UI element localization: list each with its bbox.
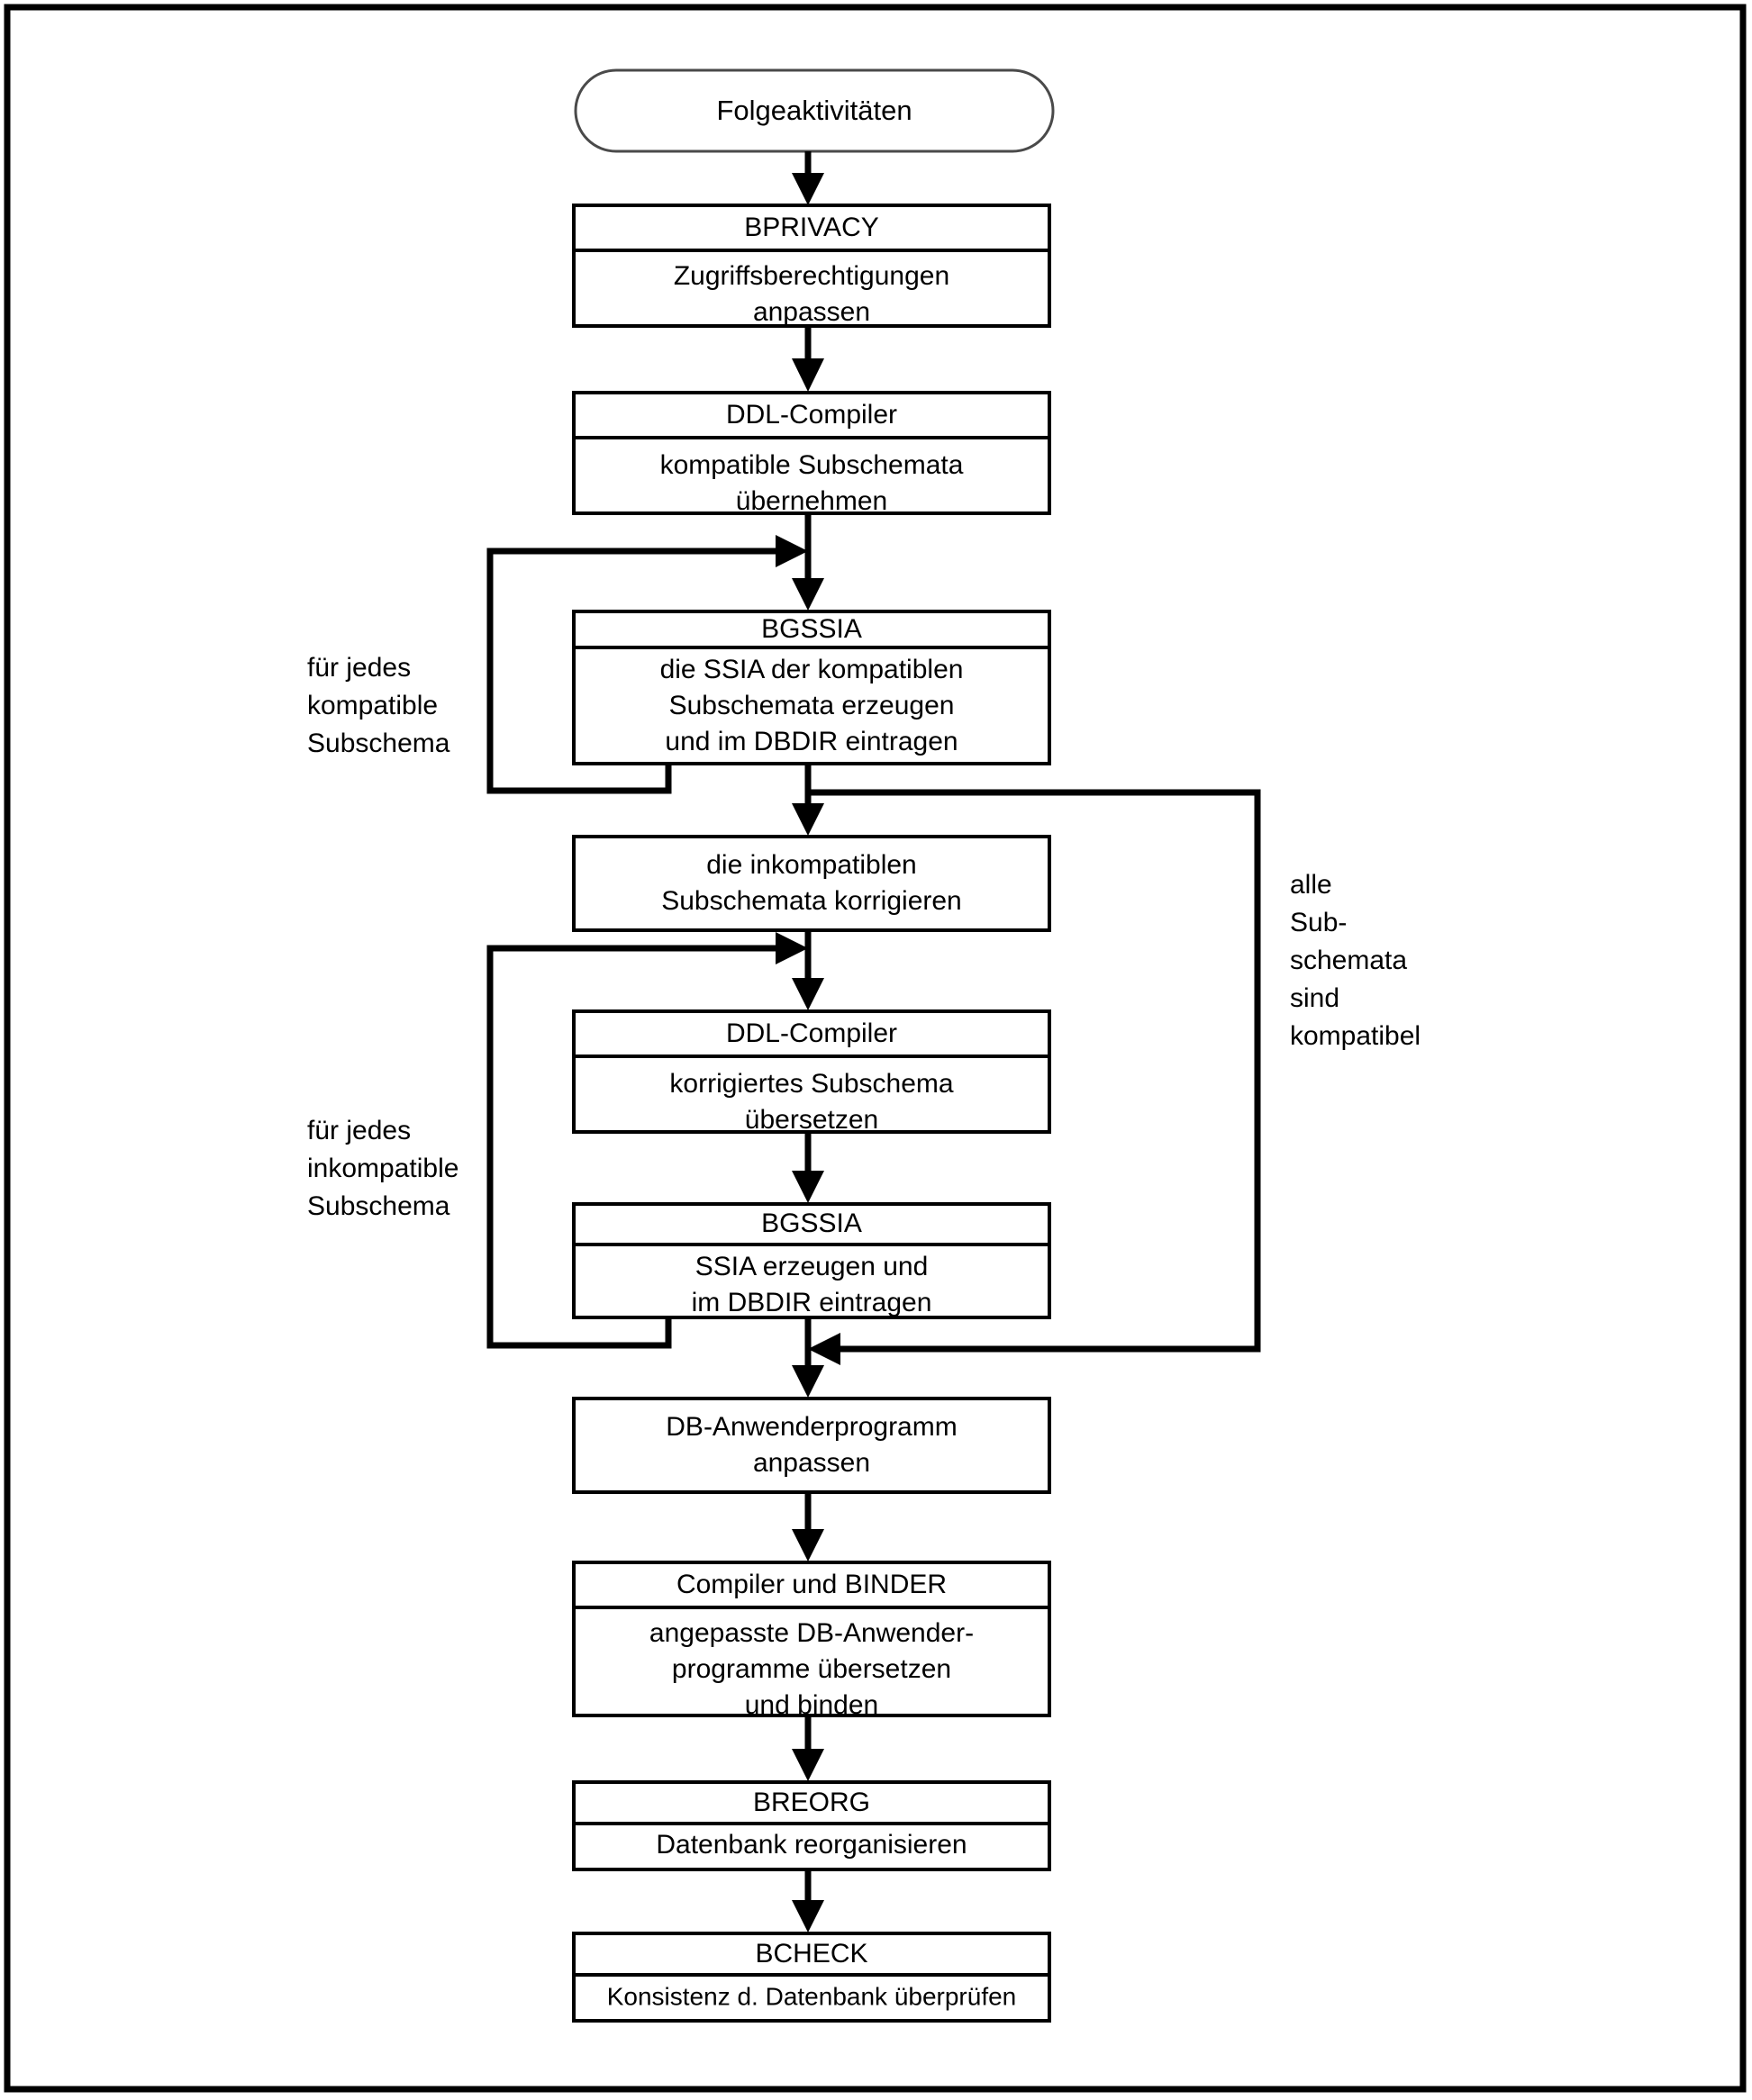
edge-label-loop-inkompatibel-line-2: inkompatible bbox=[307, 1154, 458, 1183]
node-ddl-compiler-2-body-line-2: übersetzen bbox=[745, 1105, 878, 1135]
node-compiler-binder-body-line-3: und binden bbox=[745, 1690, 878, 1720]
node-korrigieren bbox=[572, 835, 1051, 932]
arrowhead-compiler-binder-to-breorg bbox=[792, 1749, 824, 1781]
node-bgssia-2-body-line-1: SSIA erzeugen und bbox=[695, 1252, 929, 1281]
arrowhead-korrigieren-to-ddl2 bbox=[792, 978, 824, 1010]
arrowhead-ddl1-to-bgssia1 bbox=[792, 578, 824, 611]
arrowhead-bgssia2-to-db-anwenderprogramm bbox=[792, 1365, 824, 1398]
node-bgssia-2-body-line-2: im DBDIR eintragen bbox=[692, 1288, 932, 1317]
node-ddl-compiler-1-body-line-1: kompatible Subschemata bbox=[660, 450, 964, 480]
node-ddl-compiler-2-title: DDL-Compiler bbox=[726, 1018, 897, 1048]
arrowhead-bypass-alle-kompatibel bbox=[808, 1333, 840, 1365]
edge-label-loop-kompatibel-line-3: Subschema bbox=[307, 729, 450, 758]
node-bprivacy-body-line-1: Zugriffsberechtigungen bbox=[674, 261, 949, 291]
node-ddl-compiler-2-body-line-1: korrigiertes Subschema bbox=[669, 1069, 953, 1099]
edge-label-loop-inkompatibel-line-1: für jedes bbox=[307, 1116, 411, 1145]
node-breorg-body-line-1: Datenbank reorganisieren bbox=[656, 1830, 967, 1860]
edge-label-alle-kompatibel-line-3: schemata bbox=[1290, 946, 1407, 975]
node-korrigieren-body-line-2: Subschemata korrigieren bbox=[661, 886, 962, 916]
page-frame bbox=[4, 4, 1747, 2093]
node-breorg-title: BREORG bbox=[753, 1788, 870, 1817]
node-db-anwenderprogramm-body-line-2: anpassen bbox=[753, 1448, 870, 1478]
node-compiler-binder bbox=[572, 1561, 1051, 1717]
node-compiler-binder-body-line-1: angepasste DB-Anwender- bbox=[649, 1618, 974, 1648]
node-compiler-binder-title: Compiler und BINDER bbox=[676, 1570, 947, 1599]
node-ddl-compiler-1-title: DDL-Compiler bbox=[726, 400, 897, 430]
node-db-anwenderprogramm bbox=[572, 1397, 1051, 1494]
node-bcheck-title: BCHECK bbox=[755, 1939, 867, 1969]
node-bgssia-1-title: BGSSIA bbox=[761, 614, 862, 644]
arrowhead-loopback-inkompatibel bbox=[776, 932, 808, 964]
start-terminator-label: Folgeaktivitäten bbox=[716, 95, 912, 126]
node-bgssia-1-body-line-3: und im DBDIR eintragen bbox=[665, 727, 958, 756]
node-bcheck-body-line-1: Konsistenz d. Datenbank überprüfen bbox=[607, 1982, 1017, 2010]
node-bgssia-2-title: BGSSIA bbox=[761, 1208, 862, 1238]
loopback-path-kompatibel bbox=[486, 548, 788, 794]
bypass-path-alle-kompatibel bbox=[808, 789, 1261, 1353]
node-bgssia-1-body-line-2: Subschemata erzeugen bbox=[669, 691, 955, 720]
edge-label-alle-kompatibel-line-4: sind bbox=[1290, 983, 1339, 1013]
arrowhead-bgssia1-to-korrigieren bbox=[792, 803, 824, 836]
start-terminator bbox=[574, 68, 1055, 153]
edge-label-loop-inkompatibel-line-3: Subschema bbox=[307, 1191, 450, 1221]
node-bcheck bbox=[572, 1932, 1051, 2023]
edge-label-loop-kompatibel-line-2: kompatible bbox=[307, 691, 438, 720]
node-bprivacy-body-line-2: anpassen bbox=[753, 297, 870, 327]
loopback-path-inkompatibel bbox=[486, 945, 788, 1349]
arrowhead-breorg-to-bcheck bbox=[792, 1900, 824, 1933]
node-breorg bbox=[572, 1780, 1051, 1871]
edge-label-loop-kompatibel-line-1: für jedes bbox=[307, 653, 411, 683]
arrowhead-loopback-kompatibel bbox=[776, 535, 808, 567]
edge-label-alle-kompatibel-line-2: Sub- bbox=[1290, 908, 1347, 937]
arrowhead-start-to-bprivacy bbox=[792, 173, 824, 205]
edge-label-alle-kompatibel-line-5: kompatibel bbox=[1290, 1021, 1421, 1051]
node-bprivacy bbox=[572, 204, 1051, 328]
node-bgssia-1-body-line-1: die SSIA der kompatiblen bbox=[660, 655, 964, 684]
node-bprivacy-title: BPRIVACY bbox=[744, 213, 879, 242]
node-db-anwenderprogramm-body-line-1: DB-Anwenderprogramm bbox=[666, 1412, 957, 1442]
arrowhead-bprivacy-to-ddl1 bbox=[792, 358, 824, 392]
arrowhead-db-anwenderprogramm-to-compiler-binder bbox=[792, 1529, 824, 1561]
node-ddl-compiler-1-body-line-2: übernehmen bbox=[736, 486, 887, 516]
node-bgssia-2 bbox=[572, 1202, 1051, 1319]
node-korrigieren-body-line-1: die inkompatiblen bbox=[706, 850, 916, 880]
node-compiler-binder-body-line-2: programme übersetzen bbox=[672, 1654, 951, 1684]
node-ddl-compiler-1 bbox=[572, 391, 1051, 515]
node-bgssia-1 bbox=[572, 610, 1051, 765]
node-ddl-compiler-2 bbox=[572, 1009, 1051, 1134]
arrowhead-ddl2-to-bgssia2 bbox=[792, 1171, 824, 1203]
edge-label-alle-kompatibel-line-1: alle bbox=[1290, 870, 1332, 900]
